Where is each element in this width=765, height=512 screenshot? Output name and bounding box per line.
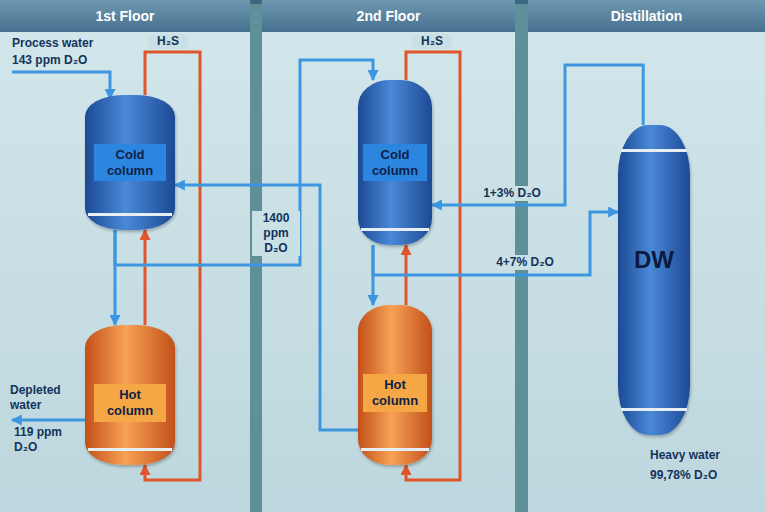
stream-label: 119 ppm D₂O xyxy=(14,425,74,455)
floor-band: 2nd Floor xyxy=(262,0,515,32)
vessel-stripe xyxy=(361,228,429,231)
floor-title: Distillation xyxy=(611,8,683,24)
flow-label: H₂S xyxy=(148,34,188,49)
stream-label: Process water xyxy=(12,36,122,51)
flow-label: H₂S xyxy=(412,34,452,49)
panel-separator xyxy=(250,0,262,512)
vessel-stripe xyxy=(621,149,687,152)
vessel-stripe xyxy=(88,213,172,216)
floor-title: 1st Floor xyxy=(95,8,154,24)
floor-band: Distillation xyxy=(528,0,765,32)
depleted-outlet xyxy=(12,419,85,422)
stream-label: Heavy water xyxy=(650,448,760,463)
vessel-stripe xyxy=(361,448,429,451)
gas-flow xyxy=(144,230,147,325)
hot-column: Hot column xyxy=(358,305,432,465)
flow-label: 1400 ppm D₂O xyxy=(252,211,300,256)
column-name: Hot column xyxy=(363,374,427,411)
cold-column: Cold column xyxy=(85,95,175,230)
floor-title: 2nd Floor xyxy=(357,8,421,24)
hot-column: Hot column xyxy=(85,325,175,465)
flow-label: 1+3% D₂O xyxy=(462,186,562,201)
stream-label: Depleted water xyxy=(10,383,78,413)
vessel-stripe xyxy=(621,408,687,411)
floor-band: 1st Floor xyxy=(0,0,250,32)
column-name: Cold column xyxy=(94,144,166,181)
water-flow xyxy=(432,65,643,205)
stream-label: 143 ppm D₂O xyxy=(12,53,122,68)
column-name: Hot column xyxy=(94,384,166,421)
cold-column: Cold column xyxy=(358,80,432,245)
water-flow xyxy=(175,185,358,430)
distillation-column: DW xyxy=(618,125,690,435)
feed-line xyxy=(12,72,110,99)
vessel-stripe xyxy=(88,448,172,451)
column-name: DW xyxy=(634,246,674,274)
flow-label: 4+7% D₂O xyxy=(478,255,572,270)
stream-label: 99,78% D₂O xyxy=(650,468,760,483)
column-name: Cold column xyxy=(363,144,427,181)
